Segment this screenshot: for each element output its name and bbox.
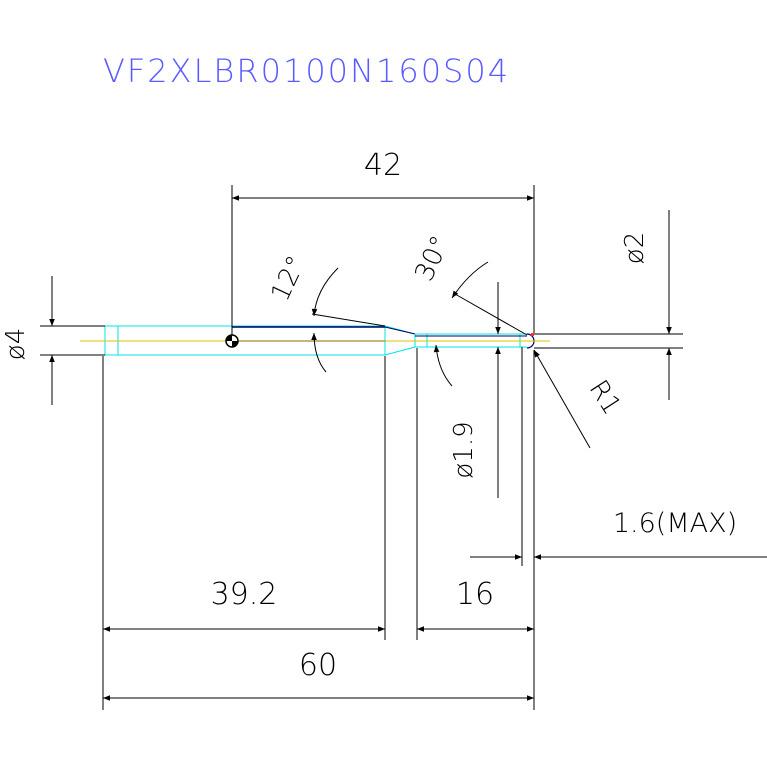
dim-angle-12: 12°: [265, 251, 312, 305]
dimension-lines: [40, 185, 767, 710]
dim-16: 16: [456, 577, 494, 612]
dim-60: 60: [299, 648, 337, 683]
dimension-texts: 42 12° 30° ø4 ø2 ø1.9 R1 1.6(MAX) 39.2 1…: [1, 148, 737, 683]
dim-shank-diameter: ø4: [1, 328, 31, 360]
dim-angle-30: 30°: [409, 231, 456, 285]
dim-neck-diameter: ø1.9: [449, 421, 479, 478]
dim-39-2: 39.2: [211, 577, 278, 612]
dim-neck-length-max: 1.6(MAX): [613, 508, 737, 539]
tool-outline: [80, 325, 550, 356]
dim-ball-diameter: ø2: [620, 232, 650, 264]
part-number-title: VF2XLBR0100N160S04: [103, 52, 510, 90]
dim-ball-radius: R1: [583, 375, 627, 420]
dim-42: 42: [364, 148, 402, 183]
